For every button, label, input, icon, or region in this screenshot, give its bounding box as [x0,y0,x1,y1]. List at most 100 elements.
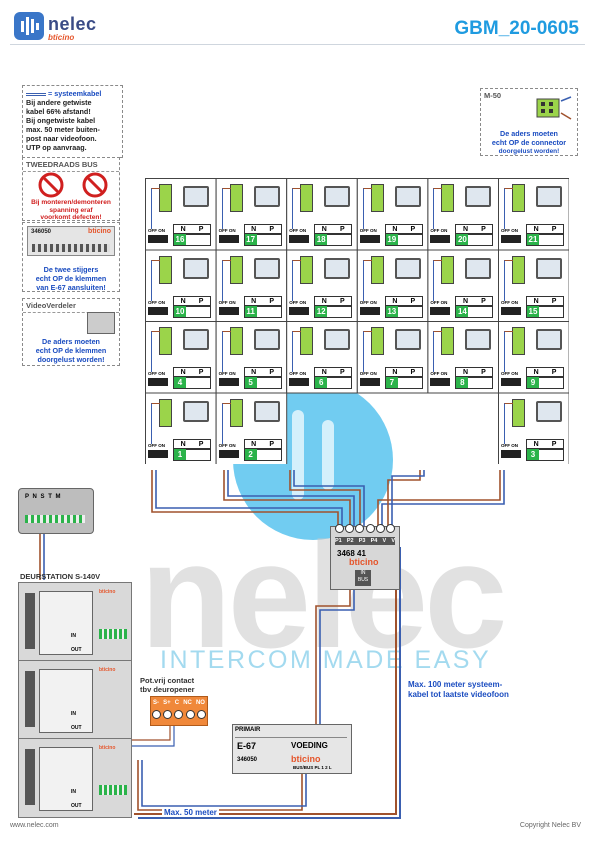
power-function: VOEDING [291,741,328,750]
address-number: 19 [385,234,398,245]
wire-icon [504,402,513,444]
wire-icon [433,259,443,301]
monitor-icon [183,257,209,279]
address-number: 7 [385,377,398,388]
power-model: E-67 [237,741,257,751]
m50-connector-icon [536,96,572,120]
address-number: 11 [244,305,257,317]
address-box: 4 [173,376,211,389]
legend-line: UTP op aanvraag. [26,143,87,152]
switch-label: OFF ON [501,299,518,305]
monitor-icon [183,329,209,350]
brand-name: nelec [48,14,97,34]
switch-icon [148,378,168,386]
monitor-icon [394,186,421,207]
door-station-module-1: bticino IN OUT [18,582,132,662]
switch-icon [218,235,239,243]
switch-icon [501,378,521,386]
address-box: 16 [173,233,211,246]
switch-icon [148,449,168,458]
connector-icon [159,327,172,355]
address-box: 8 [455,376,494,389]
e67-module-brand: bticino [88,228,111,235]
switch-icon [501,306,521,315]
long-run-note: Max. 100 meter systeem- kabel tot laatst… [408,680,509,699]
connector-icon [370,184,384,212]
wire-icon [151,331,160,372]
distributor-note-line: echt OP de klemmen [35,346,107,355]
e67-note: 346050 bticino De twee stijgers echt OP … [22,222,120,292]
connector-icon [370,327,384,355]
monitor-icon [536,400,562,422]
address-number: 6 [315,377,328,388]
switch-icon [148,235,168,243]
distributor-note-title: VideoVerdeler [23,299,119,313]
connector-icon [512,255,525,284]
address-box: 2 [243,447,282,461]
address-box: 12 [314,304,353,318]
switch-label: OFF ON [359,299,377,305]
m50-note-line: doorgelust worden! [498,148,560,155]
wire-icon [433,331,443,372]
e67-note-line: De twee stijgers [43,265,99,274]
switch-label: OFF ON [148,442,165,448]
wire-icon [504,188,513,229]
connector-icon [512,327,525,355]
address-number: 20 [456,234,469,245]
switch-icon [501,449,521,458]
terminal-strip [25,515,85,523]
monitor-icon [536,329,562,350]
connector-icon [512,398,525,427]
switch-label: OFF ON [359,371,377,376]
connector-icon [300,184,314,212]
wire-icon [292,331,302,372]
connector-icon [441,184,455,212]
brand-sub: bticino [48,33,75,42]
switch-label: OFF ON [289,228,307,233]
wire-icon [151,259,160,301]
power-primary-label: PRIMAIR [235,727,261,733]
switch-icon [218,378,239,386]
power-supply-e67: PRIMAIR E-67 VOEDING 346050 bticino BUS/… [232,724,352,774]
address-box: 18 [314,233,353,246]
address-number: 13 [385,305,398,317]
connector-icon [229,327,243,355]
switch-icon [218,306,239,315]
switch-label: OFF ON [501,371,518,376]
switch-label: OFF ON [289,299,307,305]
address-box: 9 [526,376,564,389]
e67-note-line: van E-67 aansluiten! [36,283,106,292]
switch-label: OFF ON [148,299,165,305]
no-plug-icons [38,172,108,198]
address-box: 1 [173,447,211,461]
door-station-module-2: bticino IN OUT [18,660,132,740]
monitor-icon [324,186,351,207]
address-number: 21 [527,234,539,245]
address-number: 10 [174,305,186,317]
monitor-icon [253,400,280,422]
switch-icon [289,235,310,243]
switch-label: OFF ON [359,228,377,233]
monitor-icon [253,257,280,279]
door-station-title: DEURSTATION S-140V [20,572,101,581]
cable-label: = systeemkabel [48,89,102,98]
switch-label: OFF ON [430,371,448,376]
